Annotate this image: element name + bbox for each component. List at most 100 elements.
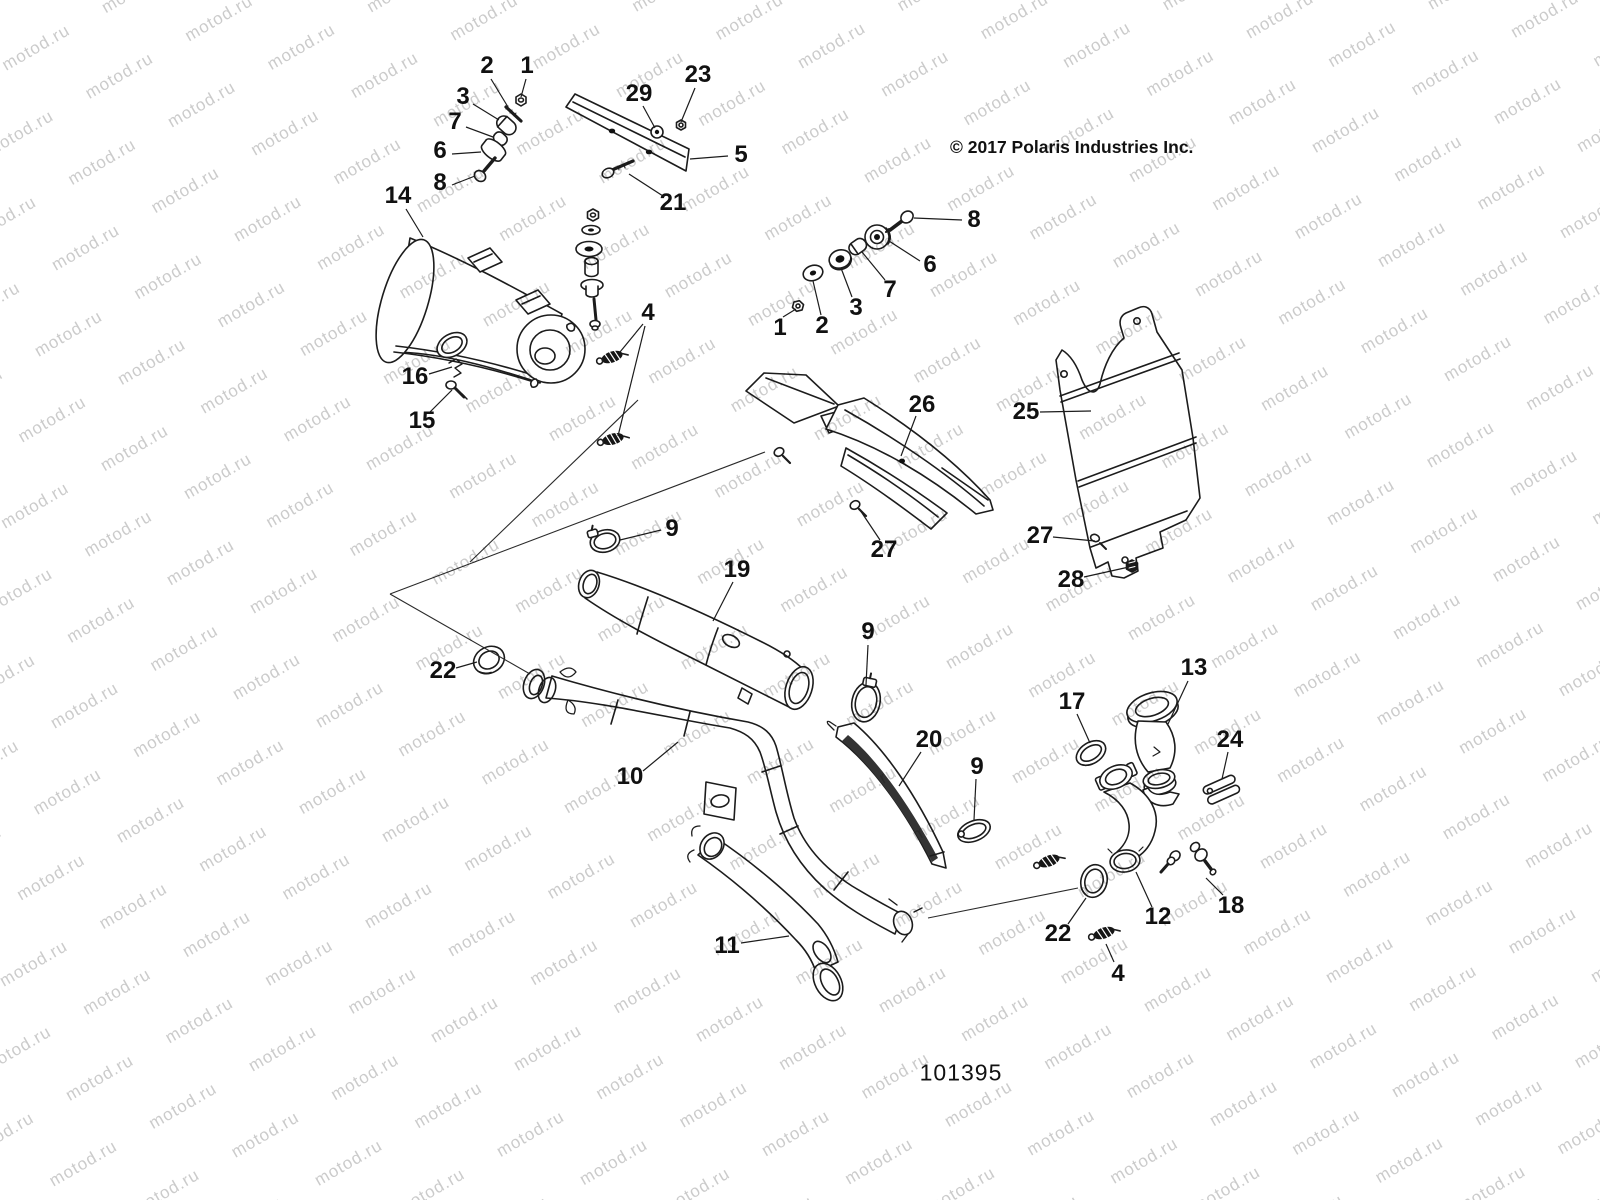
- alignment-line: [469, 399, 639, 563]
- clamp-part: [956, 818, 992, 844]
- shield-screw-part: [849, 499, 868, 518]
- muffler-part: [375, 237, 586, 388]
- clip-part: [448, 358, 463, 378]
- callout-23: 23: [684, 61, 712, 88]
- hanger-hardware-right: [791, 210, 914, 313]
- leader-line: [812, 280, 822, 316]
- leader-line: [740, 935, 790, 944]
- gasket-part: [1079, 863, 1109, 899]
- alignment-line: [927, 887, 1079, 919]
- leader-line: [680, 87, 696, 123]
- diagram-id: 101395: [919, 1059, 1003, 1086]
- callout-17: 17: [1058, 688, 1086, 715]
- leader-line: [465, 126, 494, 138]
- leader-line: [642, 105, 656, 129]
- leader-lines: [405, 78, 1229, 963]
- clamp-part: [850, 672, 882, 723]
- callout-22: 22: [1044, 920, 1072, 947]
- copyright-notice: © 2017 Polaris Industries Inc.: [950, 137, 1194, 157]
- washer-part: [650, 125, 664, 139]
- leader-line: [451, 151, 482, 155]
- heat-shield-rear-part: [1055, 305, 1201, 579]
- leader-line: [1083, 566, 1130, 578]
- callout-6: 6: [433, 137, 447, 164]
- callout-27: 27: [870, 536, 898, 563]
- leader-line: [428, 366, 453, 375]
- callout-27: 27: [1026, 522, 1054, 549]
- callout-24: 24: [1216, 726, 1244, 753]
- leader-line: [782, 308, 797, 318]
- leader-line: [1167, 680, 1189, 725]
- shield-screw-part: [1089, 533, 1107, 550]
- leader-line: [861, 251, 886, 281]
- leader-line: [1105, 943, 1115, 963]
- callout-9: 9: [861, 618, 875, 645]
- callout-18: 18: [1217, 892, 1245, 919]
- callout-12: 12: [1144, 903, 1172, 930]
- leader-line: [619, 323, 644, 353]
- callout-21: 21: [659, 189, 687, 216]
- leader-line: [689, 155, 729, 160]
- leader-line: [898, 751, 922, 787]
- callout-3: 3: [456, 83, 470, 110]
- leader-line: [888, 240, 921, 262]
- nut-part: [1125, 559, 1139, 573]
- callout-28: 28: [1057, 566, 1085, 593]
- callout-1: 1: [520, 52, 534, 79]
- leader-line: [859, 509, 881, 541]
- leader-line: [617, 325, 646, 437]
- leader-line: [1039, 410, 1092, 413]
- callout-4: 4: [641, 299, 655, 326]
- callout-2: 2: [480, 52, 494, 79]
- callout-10: 10: [616, 763, 644, 790]
- leader-line: [451, 175, 476, 186]
- callout-15: 15: [408, 407, 436, 434]
- leader-line: [1221, 751, 1229, 780]
- clamp-part: [586, 524, 621, 554]
- callout-16: 16: [401, 363, 429, 390]
- alignment-line: [389, 593, 531, 675]
- heat-shield-bar-part: [565, 93, 690, 172]
- leader-line: [405, 208, 424, 238]
- callout-9: 9: [665, 515, 679, 542]
- callout-8: 8: [967, 206, 981, 233]
- callout-19: 19: [723, 556, 751, 583]
- leader-line: [455, 661, 478, 669]
- callout-9: 9: [970, 753, 984, 780]
- callout-5: 5: [734, 141, 748, 168]
- leader-line: [1052, 536, 1096, 542]
- spring-part: [596, 431, 631, 447]
- leader-line: [973, 778, 977, 821]
- head-pipe-part: [522, 667, 923, 943]
- alignment-line: [389, 451, 766, 595]
- leader-line: [490, 78, 509, 108]
- gasket-part: [1075, 739, 1107, 767]
- leader-line: [429, 389, 453, 413]
- leader-line: [642, 741, 679, 772]
- front-pipe-part: [687, 825, 844, 1002]
- leader-line: [628, 173, 664, 197]
- mount-stack-part: [575, 208, 604, 331]
- small-bolt-part: [445, 380, 468, 400]
- spring-part: [1032, 853, 1066, 870]
- callout-8: 8: [433, 169, 447, 196]
- leader-line: [1135, 871, 1153, 908]
- gasket-part: [472, 645, 506, 675]
- leader-line: [520, 78, 527, 98]
- leader-line: [1076, 713, 1091, 744]
- callout-14: 14: [384, 182, 412, 209]
- hanger-hardware-upper: [473, 93, 527, 183]
- callout-2: 2: [815, 312, 829, 339]
- band-clamp-part: [1202, 774, 1241, 805]
- spring-part: [1087, 925, 1121, 941]
- leader-line: [900, 415, 917, 457]
- callout-13: 13: [1180, 654, 1208, 681]
- pipe-shield-part: [826, 720, 947, 869]
- leader-line: [619, 529, 662, 541]
- sensor-bolt-part: [1159, 850, 1181, 874]
- leader-line: [840, 267, 853, 298]
- callout-7: 7: [883, 276, 897, 303]
- sensor-part: [1189, 841, 1217, 876]
